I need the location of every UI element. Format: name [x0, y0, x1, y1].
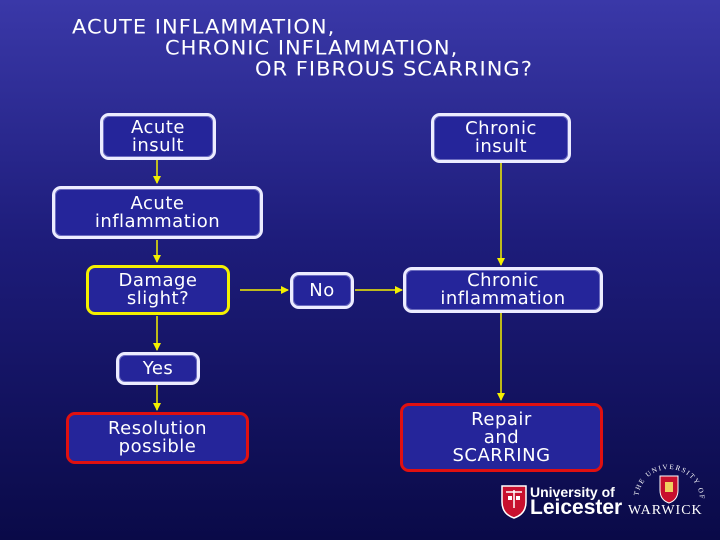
node-resolution-label: Resolution possible — [107, 418, 208, 457]
node-chronic-inflammation-label: Chronic inflammation — [440, 270, 566, 309]
node-chronic-inflammation: Chronic inflammation — [403, 267, 603, 313]
node-damage-slight-label: Damage slight? — [118, 270, 198, 309]
node-acute-inflammation-label: Acute inflammation — [94, 192, 221, 232]
node-chronic-insult-label: Chronic insult — [465, 118, 537, 157]
warwick-crest-icon: THE UNIVERSITY OF — [632, 463, 705, 504]
leicester-wordmark: University of Leicester — [530, 484, 623, 519]
title-line-3: OR FIBROUS SCARRING? — [255, 57, 533, 81]
node-acute-inflammation: Acute inflammation — [52, 186, 263, 239]
node-repair-scarring: Repair and SCARRING — [400, 403, 603, 472]
leicester-line2: Leicester — [530, 496, 623, 519]
node-acute-insult: Acute insult — [100, 113, 216, 160]
title-line-1: ACUTE INFLAMMATION, — [72, 15, 336, 39]
node-no: No — [290, 272, 354, 309]
node-no-label: No — [309, 279, 335, 301]
node-repair-label: Repair and SCARRING — [452, 408, 551, 466]
node-yes-label: Yes — [142, 357, 174, 379]
node-yes: Yes — [116, 352, 200, 385]
leicester-crest-icon — [501, 485, 527, 519]
node-damage-slight: Damage slight? — [86, 265, 230, 315]
node-resolution-possible: Resolution possible — [66, 412, 249, 464]
warwick-wordmark: WARWICK — [628, 503, 703, 518]
node-acute-insult-label: Acute insult — [131, 116, 185, 156]
leicester-line1: University of — [530, 484, 615, 500]
node-chronic-insult: Chronic insult — [431, 113, 571, 163]
title-line-2: CHRONIC INFLAMMATION, — [165, 36, 459, 60]
